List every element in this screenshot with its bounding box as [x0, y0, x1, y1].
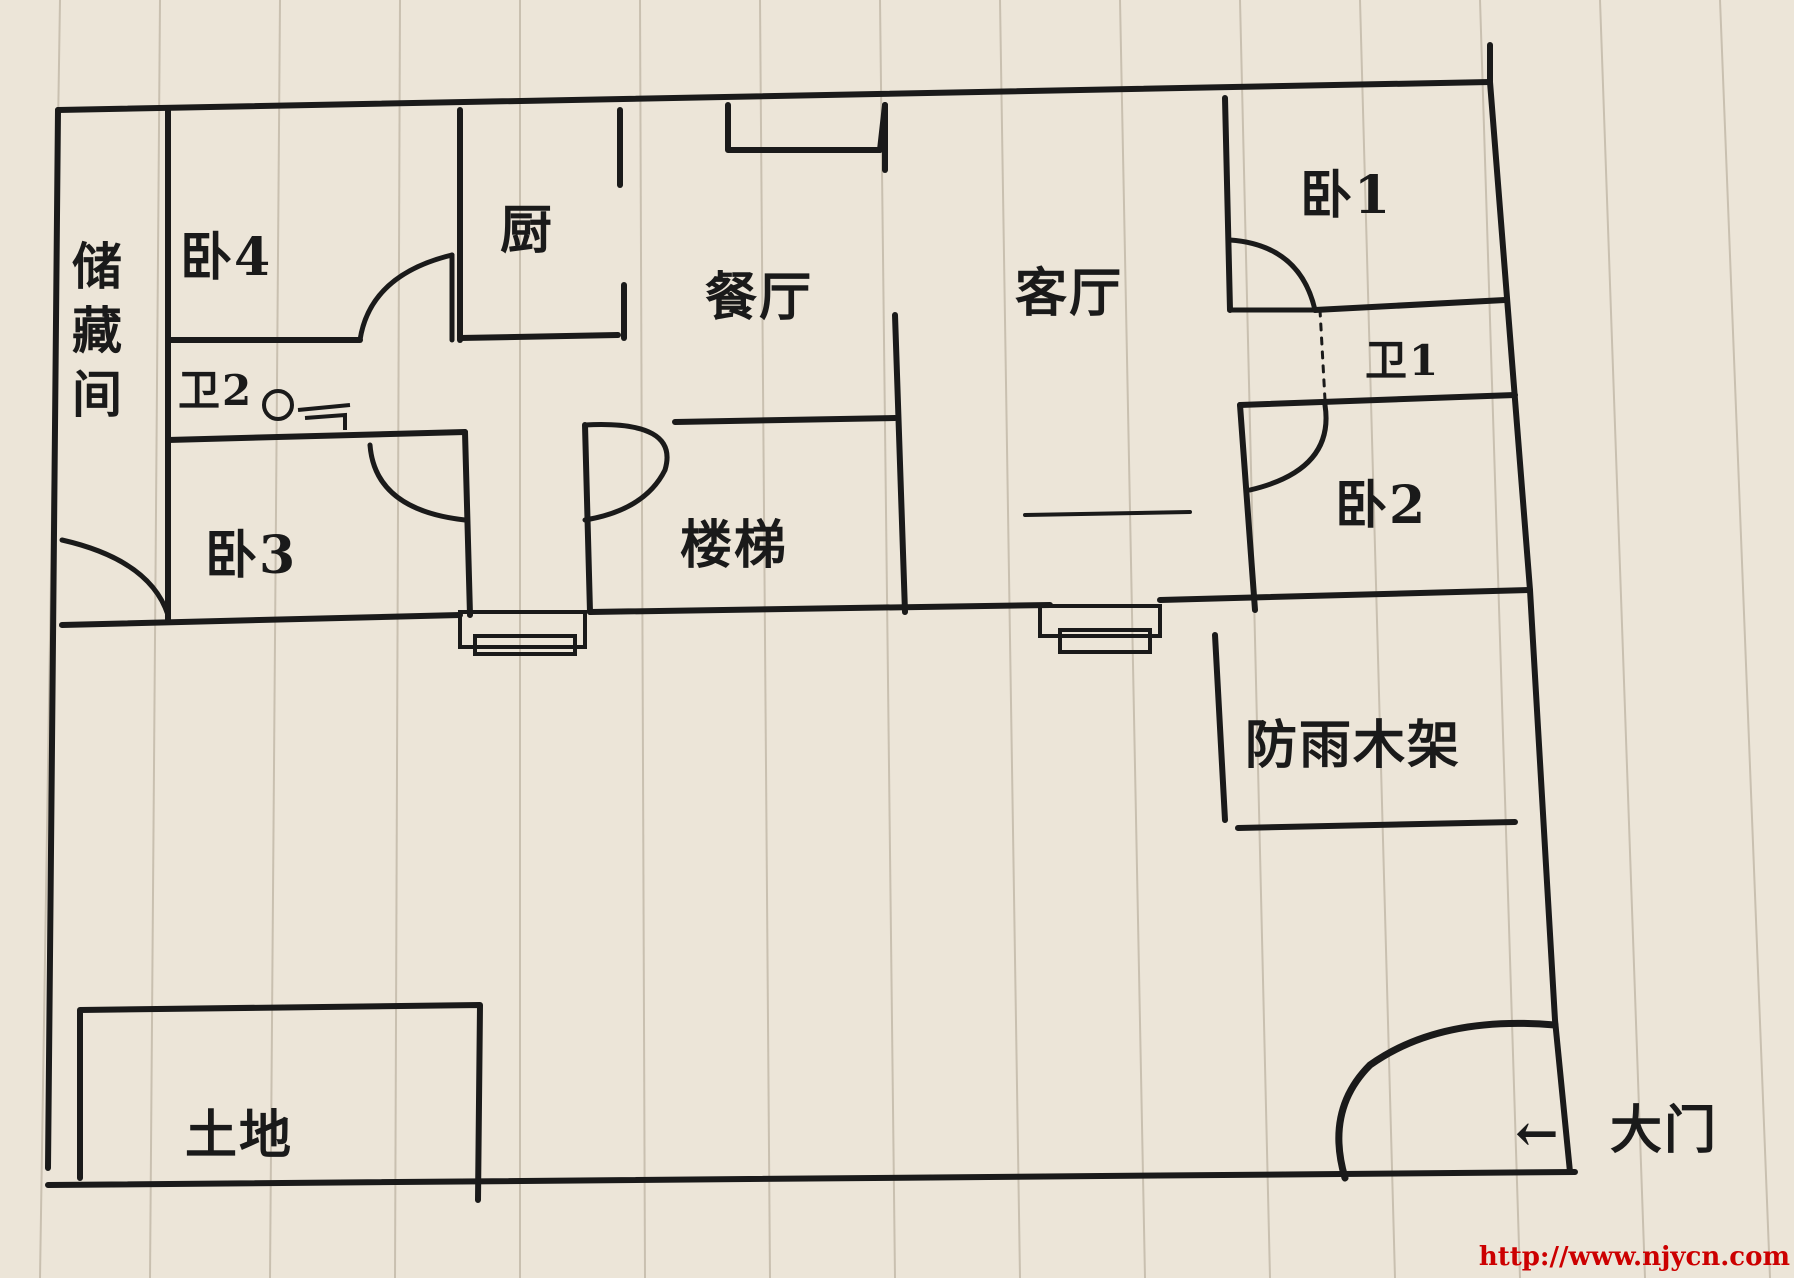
- outer-left-wall: [45, 107, 61, 1171]
- left-steps-outer: [458, 610, 587, 649]
- entrance-label: 大门: [1610, 1100, 1719, 1161]
- room-label-kitchen: 厨: [500, 200, 555, 261]
- rain-shelter-left-wall: [1212, 632, 1228, 823]
- bedroom1-left-wall: [1222, 95, 1233, 313]
- bedroom3-door-arc: [367, 442, 468, 523]
- room-label-storage: 储藏间: [64, 240, 123, 432]
- room-label-rain-shelter: 防雨木架: [1245, 715, 1462, 776]
- room-label-land: 土地: [185, 1105, 294, 1166]
- rain-shelter-bottom-wall: [1235, 819, 1518, 831]
- bath1-bottom-wall: [1237, 392, 1518, 408]
- walls: [45, 42, 1578, 1203]
- outer-bottom-wall: [45, 1169, 1578, 1188]
- house-front-wall: [59, 612, 463, 628]
- house-front-wall-right: [1157, 587, 1533, 603]
- bedroom4-door-arc: [357, 252, 455, 343]
- dining-living-divider: [892, 312, 908, 615]
- toilet-icon: [262, 389, 351, 430]
- house-front-wall-mid: [587, 602, 1053, 615]
- room-label-bedroom1: 卧1: [1300, 165, 1393, 226]
- stair-top-wall: [672, 415, 898, 425]
- steps: [458, 604, 1162, 656]
- dining-window: [725, 102, 888, 153]
- room-label-bedroom3: 卧3: [205, 525, 298, 586]
- room-label-bath2: 卫2: [178, 366, 254, 415]
- land-plot: [77, 1002, 483, 1203]
- bath2-bottom-wall: [165, 429, 468, 443]
- room-label-bedroom2: 卧2: [1335, 475, 1428, 536]
- outer-right-wall: [1487, 79, 1573, 1175]
- left-steps-inner: [473, 634, 577, 656]
- right-steps-outer: [1038, 604, 1162, 638]
- bedroom2-left-wall: [1237, 402, 1258, 613]
- room-label-bedroom4: 卧4: [180, 227, 273, 288]
- entrance-arrow: ←: [1515, 1103, 1561, 1164]
- kitchen-bottom-wall: [457, 332, 621, 341]
- storage-door-arc: [59, 537, 171, 618]
- room-label-dining: 餐厅: [705, 267, 814, 328]
- right-steps-inner: [1058, 628, 1152, 654]
- bath1-door-dash: [1318, 308, 1327, 402]
- bedroom2-door-arc: [1247, 402, 1329, 493]
- stair-door-arc: [582, 422, 670, 523]
- bedroom1-door-arc: [1227, 237, 1318, 313]
- bedroom3-right-wall: [462, 429, 473, 618]
- notebook-rule-lines: [39, 0, 1771, 1278]
- outer-top-wall: [55, 79, 1493, 113]
- living-room-line: [1023, 510, 1192, 517]
- main-door-arc: [1335, 1019, 1559, 1182]
- watermark-url: http://www.njycn.com: [1478, 1242, 1790, 1272]
- room-label-stairs: 楼梯: [680, 515, 789, 576]
- bedroom1-bottom-wall: [1312, 297, 1508, 313]
- room-label-bath1: 卫1: [1365, 336, 1441, 385]
- room-label-living: 客厅: [1015, 263, 1124, 324]
